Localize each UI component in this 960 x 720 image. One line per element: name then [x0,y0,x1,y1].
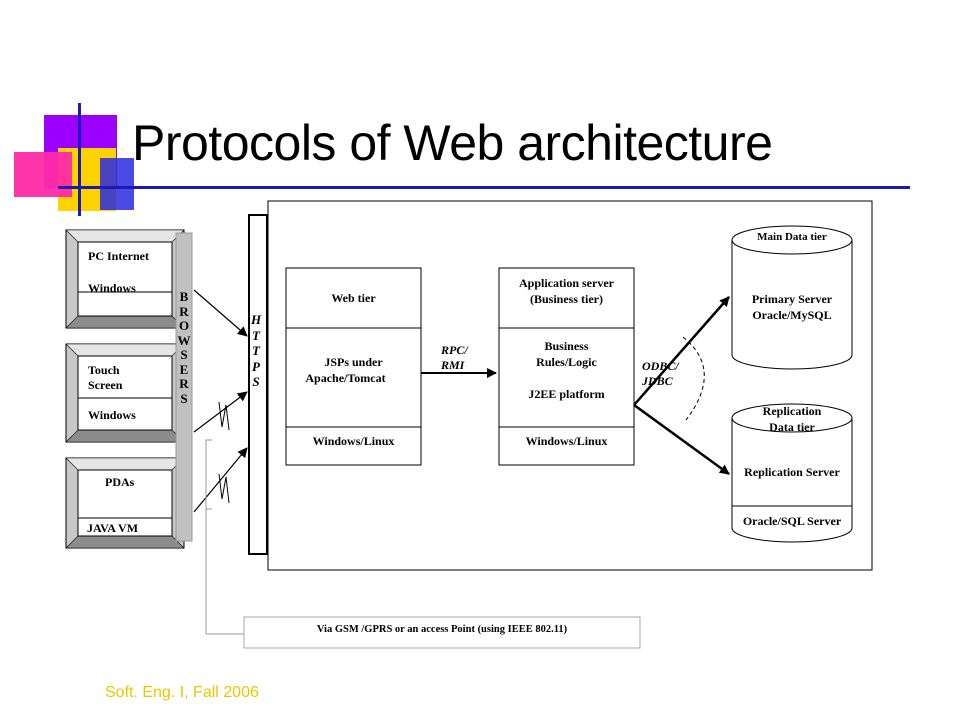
client-touch-label: Touch [88,363,120,377]
logo-decoration [0,0,140,216]
rpc-label: RPC/ RMI [441,343,468,372]
web-tier-body-1: JSPs under [324,355,383,369]
app-server-header-1: Application server [519,276,614,290]
app-server-header-2: (Business tier) [530,292,603,306]
replication-db-title-2: Data tier [769,420,815,434]
app-server-body-1: Business [544,339,589,353]
app-server-footer: Windows/Linux [525,434,608,448]
wireless-note: Via GSM /GPRS or an access Point (using … [316,624,568,635]
client-pc-label: PC Internet [88,249,149,263]
client-pda-os: JAVA VM [87,521,139,535]
web-tier-header: Web tier [331,291,376,305]
browsers-label: B R O W S E R S [177,289,191,406]
odbc-label: ODBC/ JDBC [642,359,679,388]
app-server-body-2: Rules/Logic [536,355,597,369]
app-server-body-3: J2EE platform [528,387,605,401]
https-label: H T T P S [250,312,262,389]
client-pc-os: Windows [88,281,136,295]
client-box-pda [65,457,185,549]
web-tier-footer: Windows/Linux [312,434,395,448]
main-db-line-2: Oracle/MySQL [752,308,832,322]
replication-db-title-1: Replication [762,404,822,418]
title-underline [58,186,910,189]
https-bar [248,214,268,555]
footer-course-label: Soft. Eng. I, Fall 2006 [105,684,259,701]
client-pda-label: PDAs [105,475,135,489]
client-touch-label-2: Screen [88,378,123,392]
main-db-title: Main Data tier [757,231,827,243]
browsers-bar [175,232,193,542]
client-box-touch [65,343,185,443]
web-tier-body-2: Apache/Tomcat [305,371,386,385]
client-touch-os: Windows [88,408,136,422]
main-db-line-1: Primary Server [751,292,833,306]
replication-db-line-1: Replication Server [744,465,840,479]
replication-db-line-2: Oracle/SQL Server [742,514,842,528]
page-title: Protocols of Web architecture [132,115,773,171]
client-box-pc [65,229,185,329]
